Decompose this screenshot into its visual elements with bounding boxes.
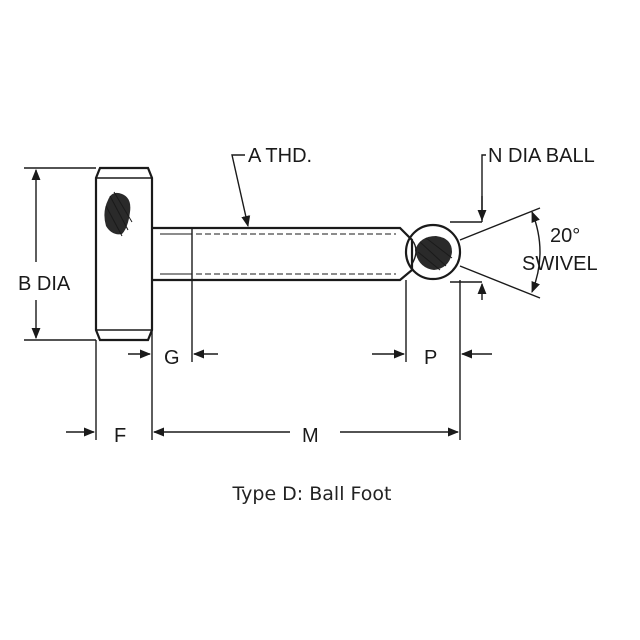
label-f: F	[114, 425, 126, 447]
knob-head	[94, 166, 154, 342]
label-m: M	[302, 425, 319, 447]
extension-lines	[95, 280, 461, 440]
threaded-shank	[152, 226, 414, 282]
leaders	[231, 154, 487, 300]
label-swivel-angle: 20°	[550, 225, 580, 247]
label-a-thd: A THD.	[248, 145, 312, 167]
swivel-angle-lines	[459, 207, 541, 299]
diagram-caption: Type D: Ball Foot	[232, 483, 392, 505]
ball-foot	[404, 223, 462, 281]
label-swivel: SWIVEL	[522, 253, 598, 275]
label-p: P	[424, 347, 437, 369]
label-n-dia-ball: N DIA BALL	[488, 145, 595, 167]
label-g: G	[164, 347, 180, 369]
b-dia-dimension	[24, 167, 96, 341]
label-b-dia: B DIA	[18, 273, 71, 295]
